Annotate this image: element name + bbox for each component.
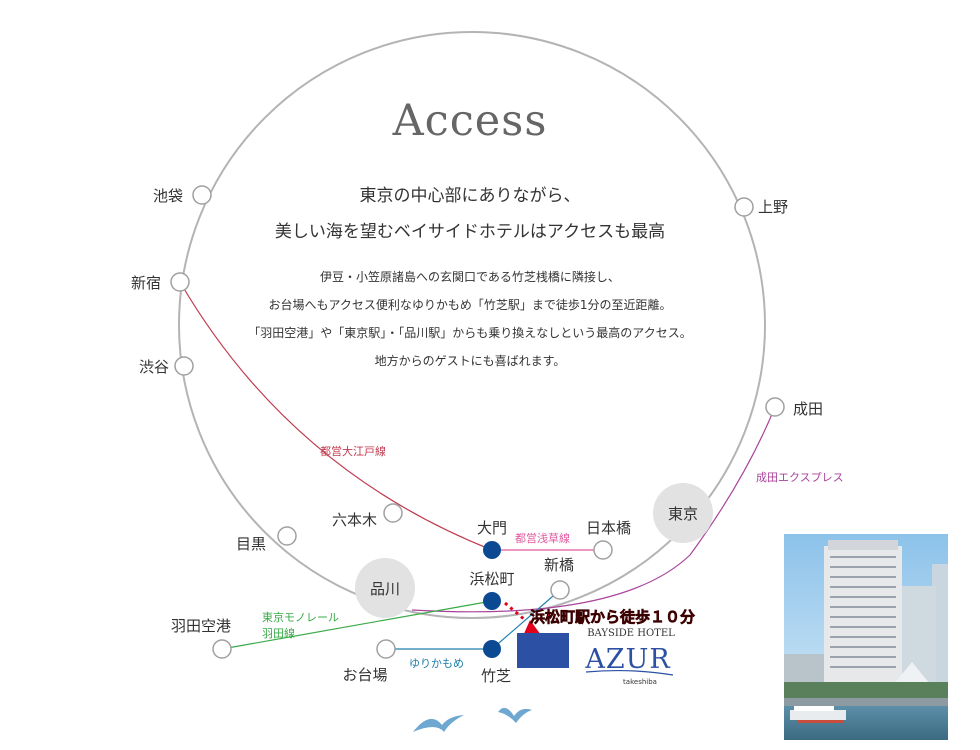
body-line-2: お台場へもアクセス便利なゆりかもめ「竹芝駅」まで徒歩1分の至近距離。	[268, 298, 672, 312]
station-shibuya-marker[interactable]	[174, 356, 194, 376]
seagull-icon	[498, 707, 532, 723]
station-hamamatsucho-marker[interactable]	[483, 592, 501, 610]
station-ikebukuro-label: 池袋	[153, 187, 183, 205]
oedo-line-label: 都営大江戸線	[320, 444, 386, 458]
station-ueno-marker[interactable]	[734, 197, 754, 217]
monorail-label-2: 羽田線	[262, 626, 295, 640]
monorail-line	[221, 600, 493, 650]
yurikamome-label: ゆりかもめ	[409, 657, 464, 670]
narita-express-line	[411, 406, 776, 613]
station-shimbashi-label: 新橋	[544, 556, 574, 574]
headline-line-1: 東京の中心部にありながら、	[359, 186, 581, 206]
page-title: Access	[392, 96, 548, 146]
seagull-icon	[413, 715, 464, 732]
hotel-swoosh	[585, 669, 674, 676]
walk-note: 浜松町駅から徒歩１０分	[530, 608, 695, 626]
station-hamamatsucho-label: 浜松町	[469, 570, 514, 588]
shinagawa-hub[interactable]	[355, 558, 415, 618]
station-daimon-marker[interactable]	[483, 541, 501, 559]
station-haneda-label: 羽田空港	[171, 617, 231, 635]
station-shibuya-label: 渋谷	[139, 358, 169, 376]
hotel-kicker: BAYSIDE HOTEL	[587, 628, 675, 639]
station-roppongi-label: 六本木	[332, 511, 377, 529]
station-daimon-label: 大門	[477, 519, 507, 537]
station-odaiba-marker[interactable]	[376, 639, 396, 659]
oedo-line	[179, 281, 493, 551]
headline-line-2: 美しい海を望むベイサイドホテルはアクセスも最高	[274, 222, 666, 242]
station-nihonbashi-marker[interactable]	[593, 540, 613, 560]
station-ueno-label: 上野	[758, 198, 788, 216]
hotel-building-icon[interactable]	[517, 633, 569, 668]
station-shimbashi-marker[interactable]	[550, 580, 570, 600]
station-narita-marker[interactable]	[765, 397, 785, 417]
asakusa-line-label: 都営浅草線	[515, 531, 570, 545]
monorail-label-1: 東京モノレール	[262, 610, 339, 624]
body-line-4: 地方からのゲストにも喜ばれます。	[374, 354, 566, 368]
station-haneda-marker[interactable]	[212, 639, 232, 659]
body-line-1: 伊豆・小笠原諸島への玄関口である竹芝桟橋に隣接し、	[320, 270, 620, 284]
station-nihonbashi-label: 日本橋	[586, 519, 631, 537]
station-shinjuku-marker[interactable]	[170, 272, 190, 292]
station-shinagawa-label: 品川	[370, 580, 400, 598]
station-roppongi-marker[interactable]	[383, 503, 403, 523]
station-takeshiba-label: 竹芝	[481, 667, 511, 685]
walk-path	[504, 601, 526, 622]
station-meguro-marker[interactable]	[277, 526, 297, 546]
yamanote-ring	[178, 31, 766, 619]
station-ikebukuro-marker[interactable]	[192, 185, 212, 205]
body-line-3: 「羽田空港」や「東京駅」・「品川駅」からも乗り換えなしという最高のアクセス。	[248, 326, 692, 340]
station-takeshiba-marker[interactable]	[483, 640, 501, 658]
hotel-photo	[784, 534, 948, 740]
station-meguro-label: 目黒	[236, 535, 266, 553]
station-tokyo-label: 東京	[668, 505, 698, 523]
station-odaiba-label: お台場	[342, 666, 387, 684]
hotel-sub: takeshiba	[623, 678, 657, 686]
tokyo-hub[interactable]	[653, 483, 713, 543]
narita-express-label: 成田エクスプレス	[756, 471, 844, 484]
station-narita-label: 成田	[793, 400, 823, 418]
station-shinjuku-label: 新宿	[131, 274, 161, 292]
hotel-name: AZUR	[584, 644, 670, 675]
